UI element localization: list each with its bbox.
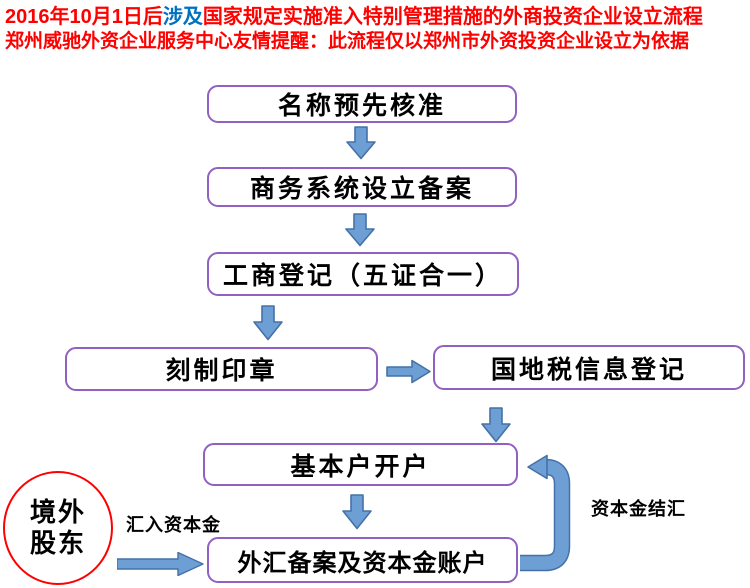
arrow-down-icon xyxy=(346,126,376,160)
page-title: 2016年10月1日后涉及国家规定实施准入特别管理措施的外商投资企业设立流程 郑… xyxy=(5,4,703,54)
flow-box-label: 商务系统设立备案 xyxy=(249,175,474,203)
arrow-down-icon xyxy=(253,305,283,341)
flow-box-label: 外汇备案及资本金账户 xyxy=(237,549,488,577)
flow-box-label: 工商登记（五证合一） xyxy=(222,262,503,290)
flow-box-business-registration: 工商登记（五证合一） xyxy=(207,252,519,296)
title-line-1: 2016年10月1日后涉及国家规定实施准入特别管理措施的外商投资企业设立流程 xyxy=(5,4,703,30)
title-segment-rest: 国家规定实施准入特别管理措施的外商投资企业设立流程 xyxy=(202,6,703,28)
flow-box-label: 基本户开户 xyxy=(290,452,431,481)
arrow-down-icon xyxy=(481,407,511,443)
flow-box-label: 名称预先核准 xyxy=(277,92,446,120)
shareholder-circle-line2: 股东 xyxy=(29,528,86,558)
flow-box-seal-carving: 刻制印章 xyxy=(65,347,378,391)
flow-box-tax-registration: 国地税信息登记 xyxy=(433,345,745,390)
flow-box-label: 国地税信息登记 xyxy=(490,355,687,384)
flow-box-label: 刻制印章 xyxy=(165,357,278,385)
shareholder-circle: 境外 股东 xyxy=(3,471,113,585)
arrow-right-icon xyxy=(386,359,431,384)
arrow-down-icon xyxy=(342,494,372,530)
title-segment-highlight: 涉及 xyxy=(162,6,203,28)
flow-box-forex-filing-capital-account: 外汇备案及资本金账户 xyxy=(207,537,518,583)
shareholder-circle-line1: 境外 xyxy=(29,497,86,527)
arrow-right-icon xyxy=(117,552,204,576)
title-line-2: 郑州威驰外资企业服务中心友情提醒：此流程仅以郑州市外资投资企业设立为依据 xyxy=(5,31,690,52)
arrow-down-icon xyxy=(345,213,375,247)
arrow-u-turn-icon xyxy=(520,454,571,572)
flow-box-name-preapproval: 名称预先核准 xyxy=(207,85,517,123)
flow-box-basic-account: 基本户开户 xyxy=(203,443,518,486)
title-segment-date: 2016年10月1日后 xyxy=(5,6,163,28)
flow-box-commerce-filing: 商务系统设立备案 xyxy=(207,167,517,207)
edge-label-capital-settlement: 资本金结汇 xyxy=(591,499,686,519)
edge-label-remit-capital: 汇入资本金 xyxy=(126,515,221,535)
